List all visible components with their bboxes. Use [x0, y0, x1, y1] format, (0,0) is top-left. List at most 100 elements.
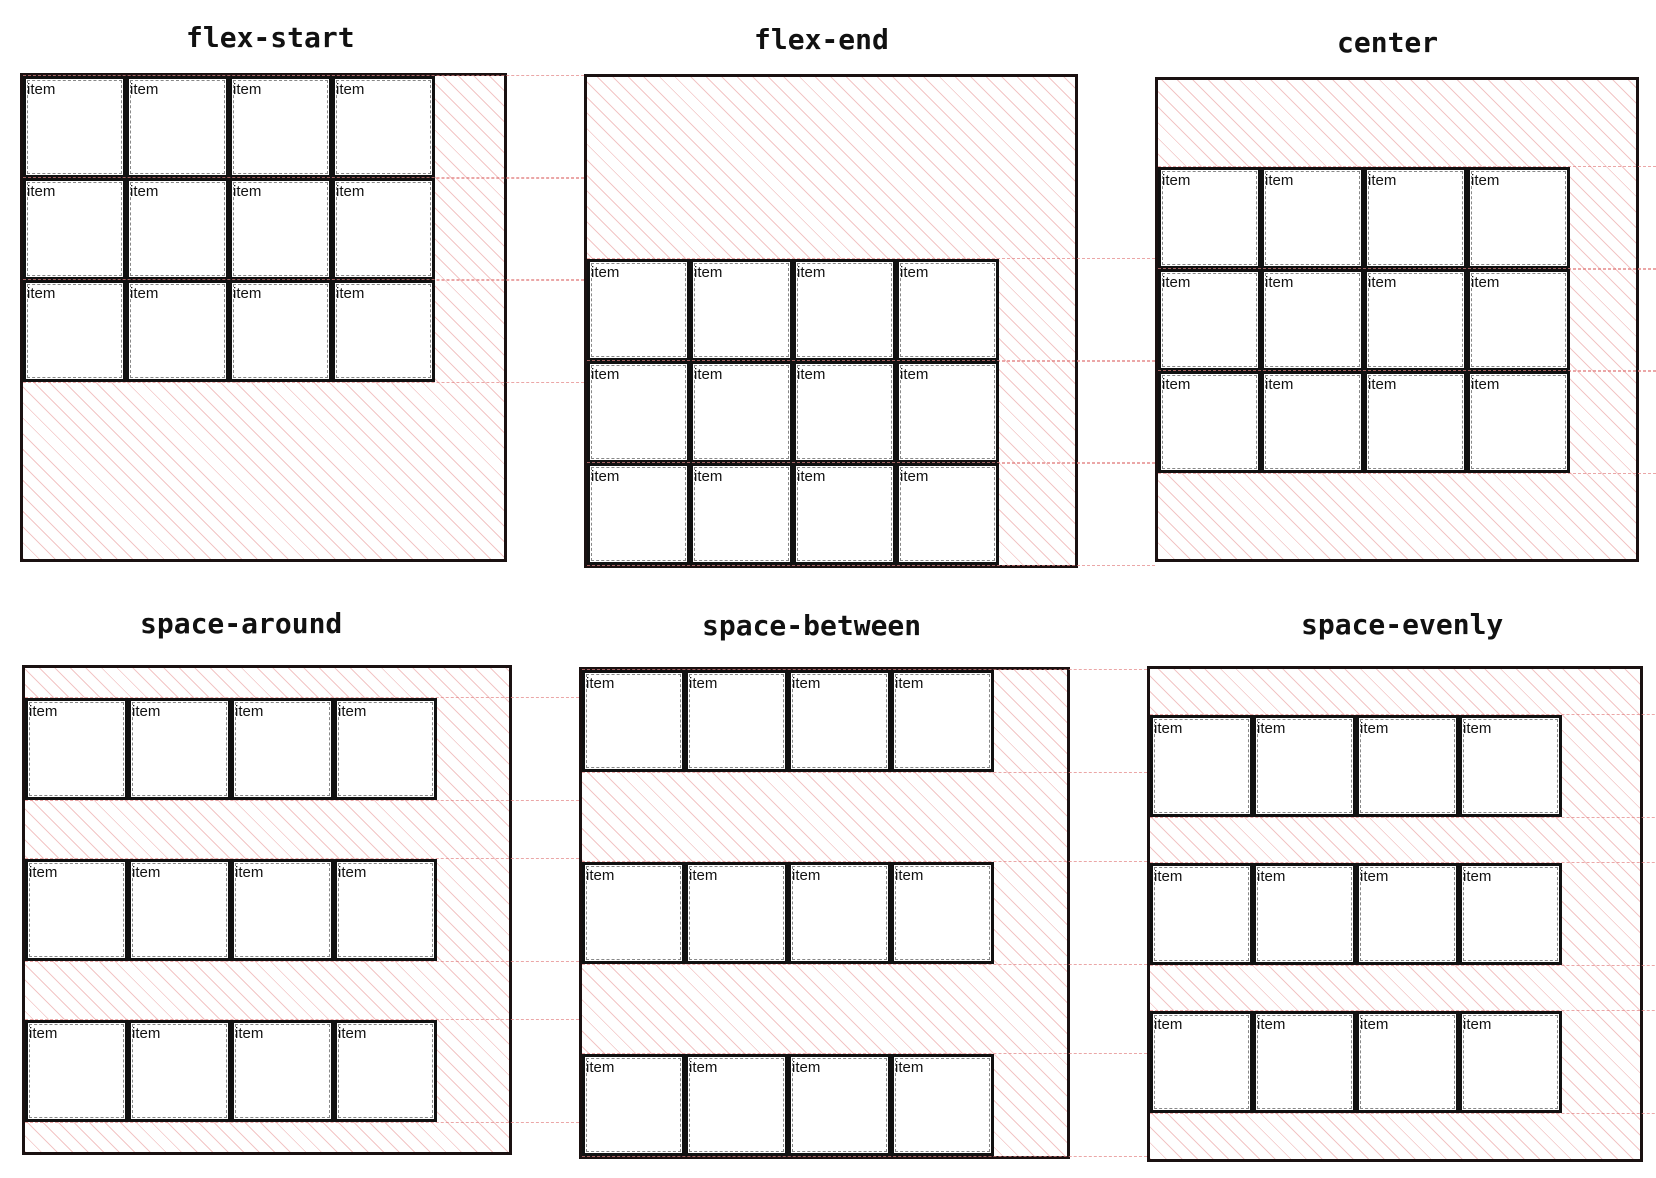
flex-item: item — [334, 1020, 437, 1123]
flex-item: item — [231, 1020, 334, 1123]
item-label: item — [792, 675, 821, 692]
item-label: item — [1463, 868, 1492, 885]
flex-item: item — [128, 697, 231, 800]
flex-item: item — [891, 670, 994, 772]
item-label: item — [694, 366, 723, 383]
flex-item: item — [685, 670, 788, 772]
flex-item: item — [1150, 1011, 1253, 1113]
item-label: item — [1360, 720, 1389, 737]
item-label: item — [689, 675, 718, 692]
flex-item: item — [793, 259, 896, 361]
flex-item: item — [23, 178, 126, 280]
item-label: item — [694, 264, 723, 281]
item-label: item — [336, 183, 365, 200]
item-label: item — [1471, 171, 1500, 189]
item-label: item — [1257, 1016, 1286, 1033]
flex-item: item — [126, 76, 229, 178]
flex-line: item item item item — [582, 669, 1147, 773]
item-label: item — [1471, 273, 1500, 291]
panel-title: space-around — [140, 607, 343, 640]
item-label: item — [1162, 273, 1191, 291]
item-label: item — [132, 1025, 161, 1043]
flex-item: item — [1467, 370, 1570, 473]
flex-line: item item item item — [1150, 1010, 1656, 1114]
flex-item: item — [1459, 1011, 1562, 1113]
item-label: item — [1257, 868, 1286, 885]
item-label: item — [1162, 171, 1191, 189]
flex-item: item — [1261, 370, 1364, 473]
flex-item: item — [1364, 370, 1467, 473]
flex-item: item — [1158, 370, 1261, 473]
item-label: item — [797, 264, 826, 281]
item-label: item — [591, 366, 620, 383]
item-label: item — [792, 1059, 821, 1076]
flex-item: item — [25, 1020, 128, 1123]
item-label: item — [591, 264, 620, 281]
flex-item: item — [896, 463, 999, 565]
flex-item: item — [128, 858, 231, 961]
flex-item: item — [685, 1054, 788, 1156]
flex-item: item — [690, 463, 793, 565]
item-label: item — [1154, 1016, 1183, 1033]
flex-item: item — [334, 858, 437, 961]
flex-item: item — [793, 361, 896, 463]
flex-item: item — [25, 697, 128, 800]
flex-item: item — [229, 76, 332, 178]
item-label: item — [29, 1025, 58, 1043]
item-label: item — [586, 675, 615, 692]
flex-item: item — [587, 361, 690, 463]
item-label: item — [29, 702, 58, 720]
flex-item: item — [23, 76, 126, 178]
flex-item: item — [229, 280, 332, 382]
flex-item: item — [582, 1054, 685, 1156]
item-label: item — [233, 285, 262, 302]
flex-item: item — [1261, 268, 1364, 371]
flex-item: item — [1253, 715, 1356, 817]
item-label: item — [689, 867, 718, 884]
flex-item: item — [587, 259, 690, 361]
flex-item: item — [1467, 268, 1570, 371]
item-label: item — [1360, 1016, 1389, 1033]
item-label: item — [27, 285, 56, 302]
panel-title: flex-end — [754, 23, 889, 56]
flex-item: item — [690, 259, 793, 361]
item-label: item — [235, 702, 264, 720]
flex-item: item — [1158, 268, 1261, 371]
item-label: item — [900, 366, 929, 383]
flex-item: item — [1356, 1011, 1459, 1113]
item-label: item — [233, 183, 262, 200]
flex-item: item — [128, 1020, 231, 1123]
panel-title: space-between — [702, 609, 922, 642]
flex-item: item — [1261, 166, 1364, 269]
item-label: item — [130, 183, 159, 200]
flex-item: item — [1459, 863, 1562, 965]
flex-item: item — [1253, 863, 1356, 965]
panel-title: flex-start — [186, 21, 355, 54]
item-label: item — [1463, 1016, 1492, 1033]
item-label: item — [797, 468, 826, 485]
flex-item: item — [1356, 715, 1459, 817]
item-label: item — [132, 863, 161, 881]
item-label: item — [586, 1059, 615, 1076]
item-label: item — [1154, 720, 1183, 737]
item-label: item — [336, 285, 365, 302]
item-label: item — [1257, 720, 1286, 737]
flex-item: item — [582, 862, 685, 964]
item-label: item — [1265, 171, 1294, 189]
flex-item: item — [793, 463, 896, 565]
item-label: item — [591, 468, 620, 485]
flex-item: item — [788, 1054, 891, 1156]
